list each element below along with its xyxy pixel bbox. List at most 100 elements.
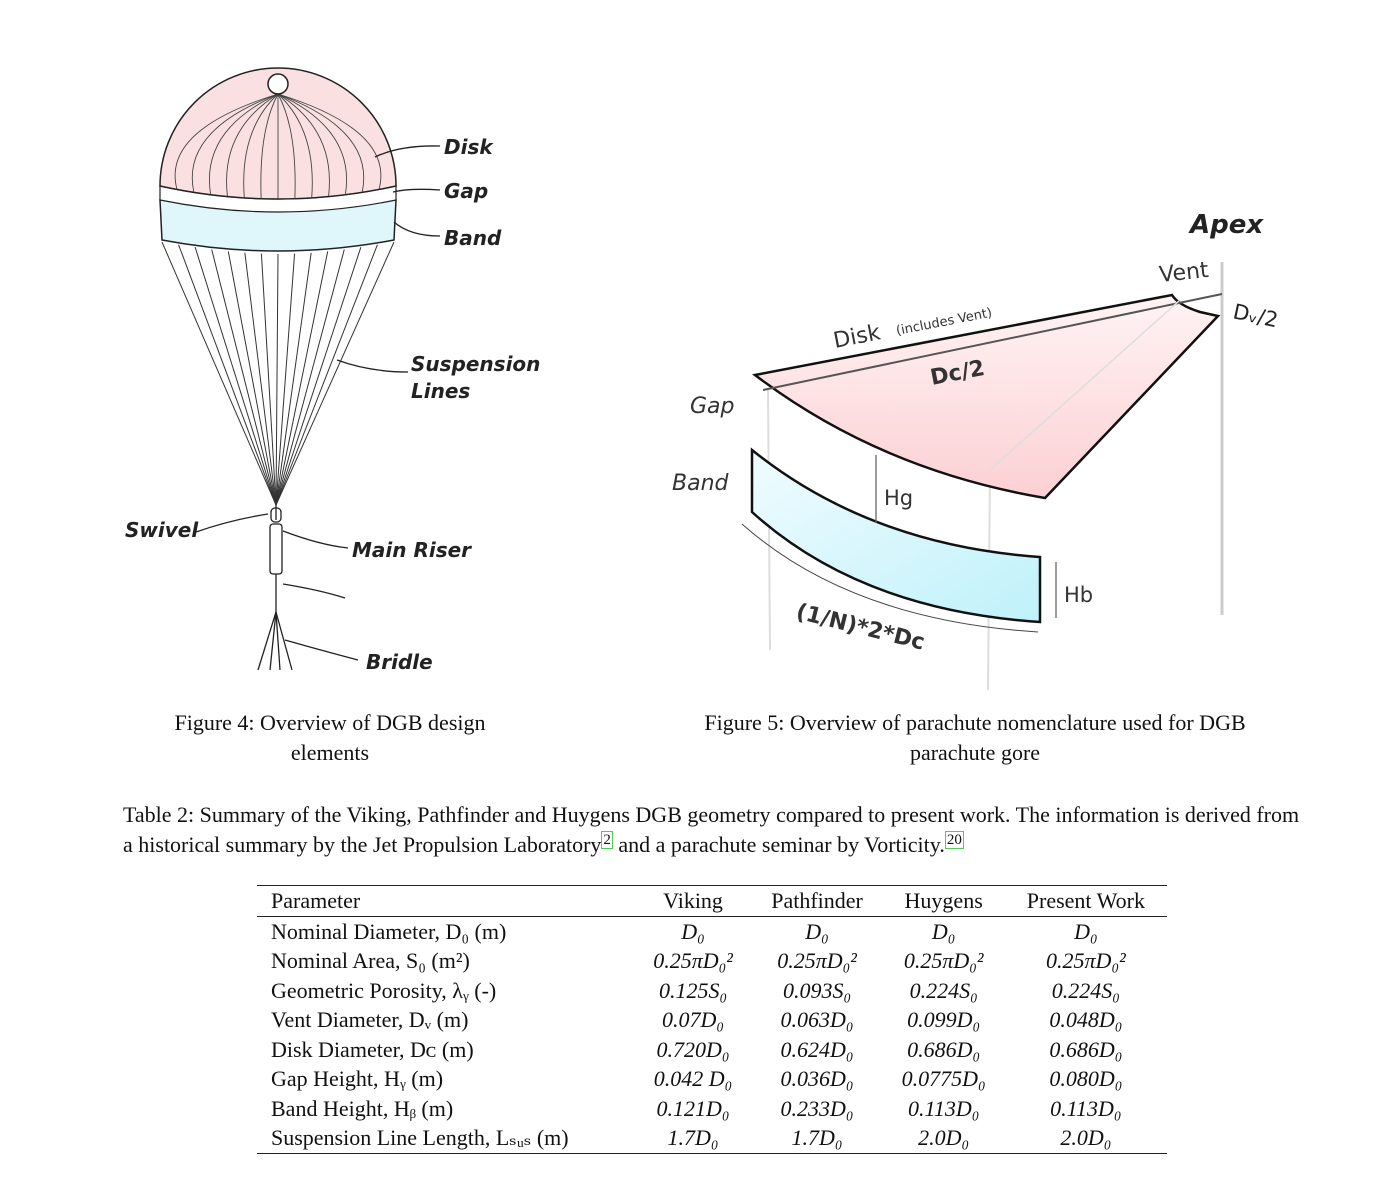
table-cell: 0.0775D₀ — [901, 1066, 986, 1091]
gore-seam — [209, 93, 279, 195]
suspension-line — [275, 244, 378, 506]
geometry-table: Parameter Viking Pathfinder Huygens Present … — [257, 885, 1167, 1154]
citation-link[interactable]: 20 — [944, 830, 964, 849]
gore-seam — [277, 93, 347, 195]
table-header-row: Parameter Viking Pathfinder Huygens Present … — [257, 886, 1167, 916]
suspension-line — [178, 244, 277, 506]
table-row: Vent Diameter, Dᵥ (m) 0.07D₀ 0.063D₀ 0.099D… — [257, 1005, 1167, 1035]
table-cell: 0.25πD₀² — [777, 948, 857, 973]
table-cell: 0.07D₀ — [662, 1007, 725, 1032]
suspension-line — [275, 253, 296, 506]
table-cell: 0.624D₀ — [780, 1036, 854, 1062]
column-header: Present Work — [1026, 888, 1145, 913]
label-apex: Apex — [1188, 210, 1264, 240]
citation-link[interactable]: 2 — [601, 830, 613, 849]
gore-disk — [752, 293, 1221, 500]
table-cell: 0.113D₀ — [1050, 1095, 1122, 1121]
label-hg: Hg — [884, 486, 913, 510]
column-header: Viking — [663, 888, 723, 913]
table-cell: 0.099D₀ — [907, 1007, 981, 1032]
suspension-line — [211, 249, 277, 506]
table-caption-text: Table 2: Summary of the Viking, Pathfind… — [123, 802, 1300, 857]
table-row: Disk Diameter, Dᴄ (m) 0.720D₀ 0.624D₀ 0.686… — [257, 1035, 1167, 1065]
label-gap: Gap — [690, 394, 735, 419]
gore-band — [750, 447, 1042, 624]
table-cell: 0.25πD₀² — [653, 948, 733, 973]
table-cell: 2.0D₀ — [1060, 1125, 1112, 1150]
suspension-line — [275, 252, 312, 506]
table-cell: 0.063D₀ — [780, 1007, 854, 1032]
gore-seam — [277, 93, 365, 192]
suspension-line — [275, 249, 345, 506]
label-hb: Hb — [1064, 583, 1093, 607]
gore-seam — [243, 93, 279, 198]
table-cell: D₀ — [805, 918, 829, 944]
suspension-line — [275, 241, 395, 506]
label-band: Band — [672, 471, 730, 496]
gore-seam — [277, 93, 313, 198]
table-row: Suspension Line Length, Lₛᵤₛ (m) 1.7D₀ 1.7… — [257, 1123, 1167, 1153]
table-cell: 0.686D₀ — [1049, 1036, 1123, 1062]
parameter-name: Disk Diameter, Dᴄ (m) — [271, 1036, 474, 1062]
table-cell: 0.720D₀ — [656, 1036, 730, 1062]
table-cell: 0.093S₀ — [782, 977, 852, 1003]
table-cell: D₀ — [681, 918, 705, 944]
table-cell: 0.224S₀ — [1051, 977, 1120, 1003]
column-header: Parameter — [271, 888, 361, 913]
figure-4-parachute-diagram: Disk Gap Band Suspension Lines Swivel Ma… — [125, 67, 540, 674]
label-lines: Lines — [411, 379, 470, 403]
parameter-name: Band Height, Hᵦ (m) — [271, 1095, 454, 1121]
table-cell: 0.25πD₀² — [903, 948, 984, 973]
gore-seam — [226, 93, 279, 197]
label-swivel: Swivel — [125, 518, 199, 542]
column-header: Huygens — [904, 888, 983, 913]
suspension-line — [275, 251, 329, 506]
table-row: Geometric Porosity, λᵧ (-) 0.125S₀ 0.093S₀… — [257, 976, 1167, 1006]
label-main-riser: Main Riser — [352, 538, 472, 562]
suspension-line — [194, 247, 277, 506]
table-row: Nominal Area, S₀ (m²) 0.25πD₀² 0.25πD₀² 0.2… — [257, 946, 1167, 976]
gore-seam — [277, 93, 382, 190]
table-cell: 1.7D₀ — [791, 1125, 843, 1150]
figure-4-caption: Figure 4: Overview of DGB design element… — [174, 710, 486, 765]
label-band: Band — [444, 226, 502, 250]
canopy-band — [159, 199, 397, 252]
vent — [267, 73, 289, 95]
table-cell: 0.686D₀ — [907, 1036, 981, 1062]
table-cell: D₀ — [931, 918, 956, 944]
table-caption: Table 2: Summary of the Viking, Pathfind… — [123, 800, 1303, 860]
suspension-line — [227, 251, 277, 506]
swivel — [270, 507, 282, 523]
parameter-name: Vent Diameter, Dᵥ (m) — [271, 1007, 469, 1032]
label-suspension: Suspension — [411, 352, 540, 376]
parameter-name: Geometric Porosity, λᵧ (-) — [271, 977, 497, 1003]
table-cell: 2.0D₀ — [918, 1125, 970, 1150]
parameter-name: Suspension Line Length, Lₛᵤₛ (m) — [271, 1125, 569, 1150]
label-dv2: Dᵥ/2 — [1231, 299, 1280, 332]
table-cell: 1.7D₀ — [667, 1125, 719, 1150]
table-cell: 0.125S₀ — [658, 977, 728, 1003]
figure-5-caption: Figure 5: Overview of parachute nomencla… — [704, 710, 1246, 765]
gore-seam — [174, 93, 279, 190]
parameter-name: Nominal Area, S₀ (m²) — [271, 948, 470, 973]
parameter-name: Nominal Diameter, D₀ (m) — [271, 918, 507, 944]
gore-seam — [260, 93, 279, 199]
label-disk: Disk — [444, 135, 494, 159]
column-header: Pathfinder — [771, 888, 863, 913]
label-arc-length: (1/N)*2*Dc — [794, 600, 928, 656]
table-caption-text-2: and a parachute seminar by Vorticity. — [612, 832, 945, 857]
suspension-line — [275, 253, 279, 506]
gore-seam — [277, 93, 330, 197]
table-cell: 0.113D₀ — [907, 1095, 980, 1121]
table-cell: 0.233D₀ — [780, 1095, 854, 1121]
suspension-line — [275, 247, 362, 506]
label-gap: Gap — [444, 179, 488, 203]
suspension-lines — [161, 241, 395, 506]
label-disk: Disk — [831, 320, 882, 354]
suspension-line — [260, 253, 277, 506]
figure-5-gore-diagram: Apex Vent Dᵥ/2 Disk (includes Vent) Dc/2… — [672, 210, 1280, 691]
table-cell: 0.224S₀ — [909, 977, 978, 1003]
